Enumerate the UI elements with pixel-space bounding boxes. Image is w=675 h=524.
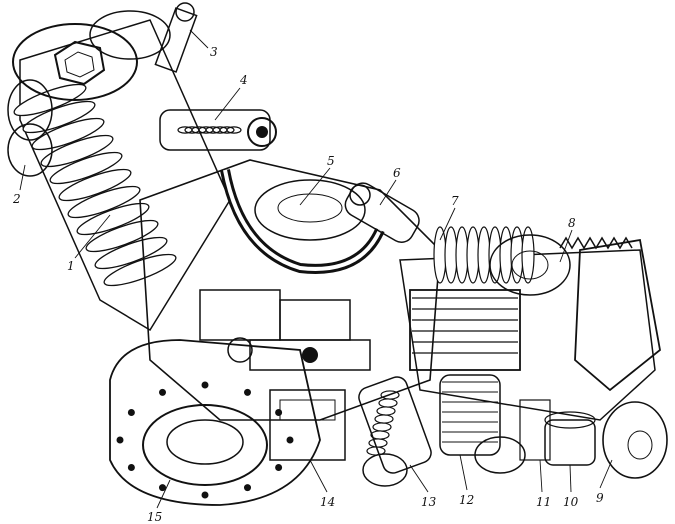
- left-cylinder-fins: [13, 83, 177, 287]
- callout-labels: 1 2 3 4 5 6 7 8 9 10 11 12 13 14 15: [12, 45, 604, 524]
- callout-12: 12: [459, 493, 474, 507]
- lower-right-assembly: [519, 399, 668, 479]
- lower-injector-spring: [366, 390, 400, 456]
- callout-6: 6: [393, 166, 401, 180]
- flange-bore: [142, 404, 268, 486]
- callout-2: 2: [12, 192, 21, 206]
- injector-spring: [177, 126, 242, 134]
- callout-7: 7: [451, 194, 459, 208]
- lower-fins: [442, 381, 498, 443]
- left-cylinder: [7, 10, 231, 332]
- callout-11: 11: [536, 495, 551, 509]
- callout-4: 4: [239, 73, 248, 87]
- right-cylinder-fins: [433, 226, 535, 284]
- bottom-left-flange: [109, 339, 346, 506]
- flange-bolt-holes: [116, 381, 294, 499]
- callout-10: 10: [563, 495, 579, 509]
- right-flange: [489, 234, 571, 296]
- piston: [409, 289, 521, 371]
- callout-8: 8: [568, 216, 576, 230]
- piston-rings: [412, 297, 518, 354]
- callout-13: 13: [421, 495, 437, 509]
- top-injector-assembly: [154, 2, 277, 151]
- callout-3: 3: [210, 45, 218, 59]
- callout-15: 15: [147, 510, 162, 524]
- lower-injectors: [358, 374, 526, 487]
- callout-5: 5: [327, 154, 335, 168]
- cylinder-head-nut: [53, 40, 106, 86]
- callout-14: 14: [320, 495, 335, 509]
- lower-right-cylinder-10: [544, 419, 596, 466]
- left-cylinder-head: [12, 23, 138, 101]
- central-crankcase: [139, 159, 441, 421]
- leader-lines: [19, 29, 613, 509]
- callout-1: 1: [67, 259, 75, 273]
- injector-pump-6: [344, 182, 420, 243]
- right-cylinder-head: [574, 238, 661, 392]
- callout-9: 9: [596, 491, 604, 505]
- right-cylinder: [399, 226, 661, 421]
